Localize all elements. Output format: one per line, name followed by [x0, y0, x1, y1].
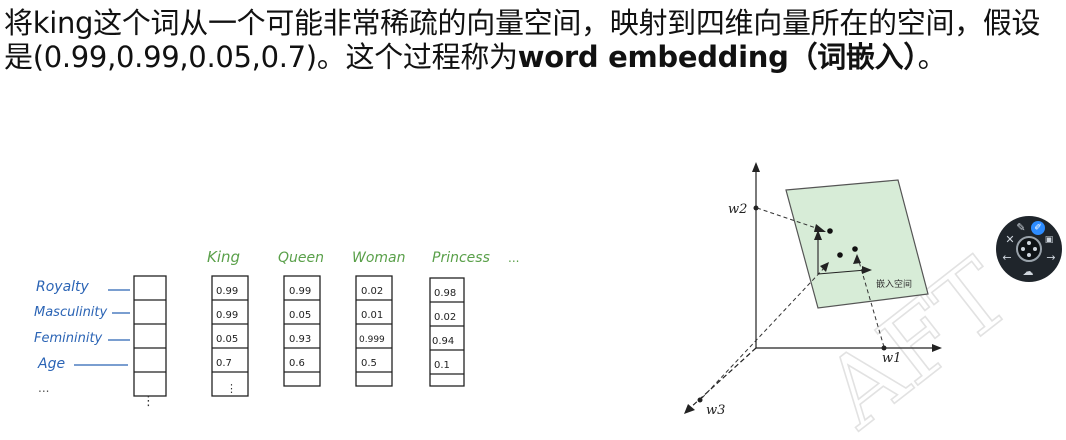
vector-cell: 0.05: [289, 310, 311, 321]
vector-cell: 0.999: [359, 335, 385, 345]
vector-cell: 0.1: [434, 360, 450, 371]
paragraph-main: 将king这个词从一个可能非常稀疏的向量空间，映射到四维向量所在的空间，假设是(…: [4, 6, 1041, 74]
vector-cell: 0.02: [361, 286, 383, 297]
video-icon[interactable]: ▣: [1044, 235, 1054, 245]
vector-column-woman: 0.02 0.01 0.999 0.5: [355, 275, 393, 387]
word-header-princess: Princess: [432, 250, 490, 266]
floating-toolbar[interactable]: ✕ ✎ ✐ ▣ ← → ☁: [996, 216, 1062, 282]
arrow-right-icon[interactable]: →: [1046, 251, 1056, 264]
embedding-plane: [785, 179, 929, 309]
vector-cell: 0.7: [216, 358, 232, 369]
plane-label: 嵌入空间: [876, 278, 912, 290]
vector-cell: 0.99: [216, 286, 238, 297]
paragraph-bold-term: word embedding（词嵌入）: [517, 40, 918, 74]
close-icon[interactable]: ✕: [1005, 233, 1015, 246]
vector-column-queen: 0.99 0.05 0.93 0.6: [283, 275, 321, 387]
vector-cell: 0.99: [216, 310, 238, 321]
vector-cell: 0.6: [289, 358, 305, 369]
axis-label-w1: w1: [882, 351, 901, 366]
vector-column-princess: 0.98 0.02 0.94 0.1: [429, 277, 465, 387]
feature-label-royalty: Royalty: [36, 279, 90, 295]
feature-label-femininity: Femininity: [34, 331, 103, 346]
toolbar-center-button[interactable]: [1016, 236, 1042, 262]
word-header-woman: Woman: [352, 250, 406, 266]
vector-cell: 0.02: [434, 312, 456, 323]
axis-label-w3: w3: [706, 403, 725, 418]
vector-cell: 0.05: [216, 334, 238, 345]
axis-label-w2: w2: [728, 202, 747, 217]
pen-icon[interactable]: ✎: [1016, 221, 1026, 234]
paragraph-end: 。: [917, 40, 947, 74]
word-header-more: ...: [508, 251, 519, 265]
vector-cell: 0.99: [289, 286, 311, 297]
feature-column-dots: ⋮: [142, 394, 155, 409]
vector-cell: 0.93: [289, 334, 311, 345]
vector-cell: 0.94: [432, 336, 454, 347]
feature-label-more: ...: [38, 381, 49, 395]
right-figure: AFT w2 w1 w3: [684, 162, 1032, 440]
feature-label-age: Age: [37, 356, 65, 372]
word-header-queen: Queen: [278, 250, 324, 266]
vector-cell: 0.01: [361, 310, 383, 321]
feature-column: [133, 275, 167, 397]
vector-cell: 0.5: [361, 358, 377, 369]
vector-dots: ⋮: [226, 382, 237, 395]
vector-column-king: 0.99 0.99 0.05 0.7 ⋮: [211, 275, 249, 397]
paragraph-text: 将king这个词从一个可能非常稀疏的向量空间，映射到四维向量所在的空间，假设是(…: [4, 6, 1062, 74]
edit-icon[interactable]: ✐: [1031, 221, 1045, 235]
vector-cell: 0.98: [434, 288, 456, 299]
feature-label-masculinity: Masculinity: [34, 305, 108, 320]
word-header-king: King: [207, 248, 240, 266]
arrow-left-icon[interactable]: ←: [1002, 251, 1012, 264]
cloud-icon[interactable]: ☁: [1022, 265, 1034, 278]
left-figure: Royalty Masculinity Femininity Age ... ⋮…: [34, 248, 519, 409]
